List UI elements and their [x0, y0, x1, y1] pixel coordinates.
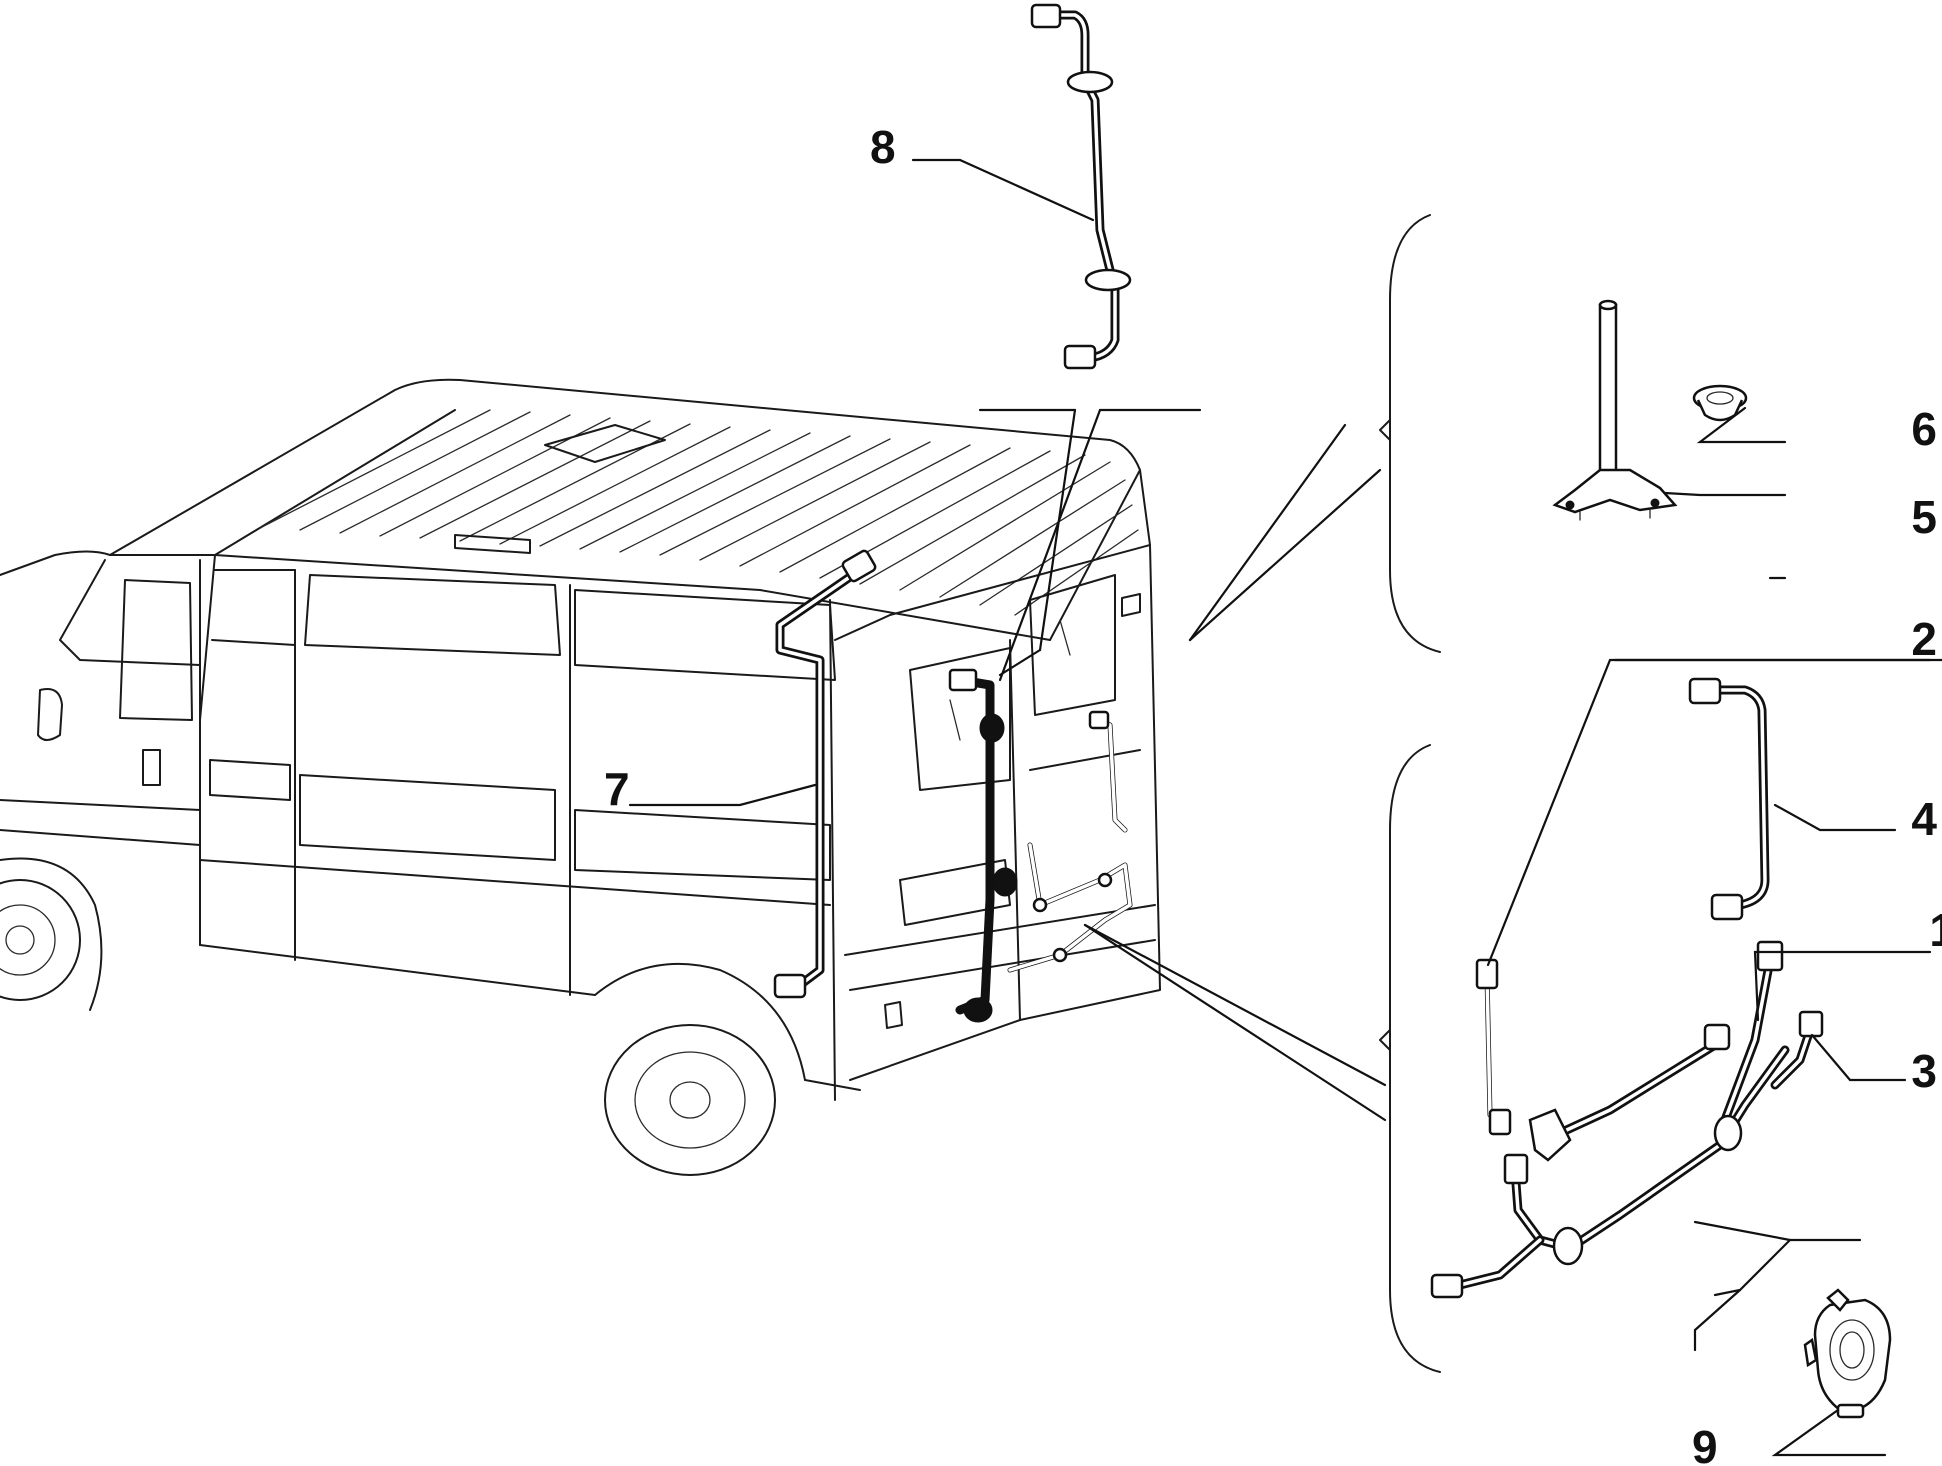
callout-4: 4 [1911, 793, 1937, 845]
callout-9: 9 [1692, 1421, 1718, 1466]
part-1-harness [1528, 1023, 1731, 1162]
roof-ribs [259, 409, 1139, 616]
callout-2: 2 [1911, 613, 1937, 665]
callout-labels: 1 2 3 4 5 6 7 8 9 [604, 121, 1942, 1466]
callout-5: 5 [1911, 491, 1937, 543]
part-8-roof-harness [1030, 3, 1132, 370]
callout-3: 3 [1911, 1045, 1937, 1097]
pointer-part-9 [1693, 1220, 1862, 1352]
pointer-lines [978, 408, 1387, 1122]
callout-6: 6 [1911, 403, 1937, 455]
bracket-upper [1379, 214, 1441, 653]
callout-leaders [628, 158, 1942, 1457]
part-2-harness [1475, 958, 1512, 1136]
part-5-bracket [1552, 299, 1678, 521]
part-4-harness [1688, 677, 1770, 921]
callout-7: 7 [604, 763, 630, 815]
callout-8: 8 [870, 121, 896, 173]
van-illustration [0, 378, 1161, 1176]
part-9-lamp-holder [1803, 1288, 1892, 1419]
part-3-harness [1430, 940, 1824, 1299]
bracket-lower [1379, 744, 1441, 1373]
callout-1: 1 [1929, 904, 1942, 956]
part-6-grommet [1692, 384, 1748, 422]
